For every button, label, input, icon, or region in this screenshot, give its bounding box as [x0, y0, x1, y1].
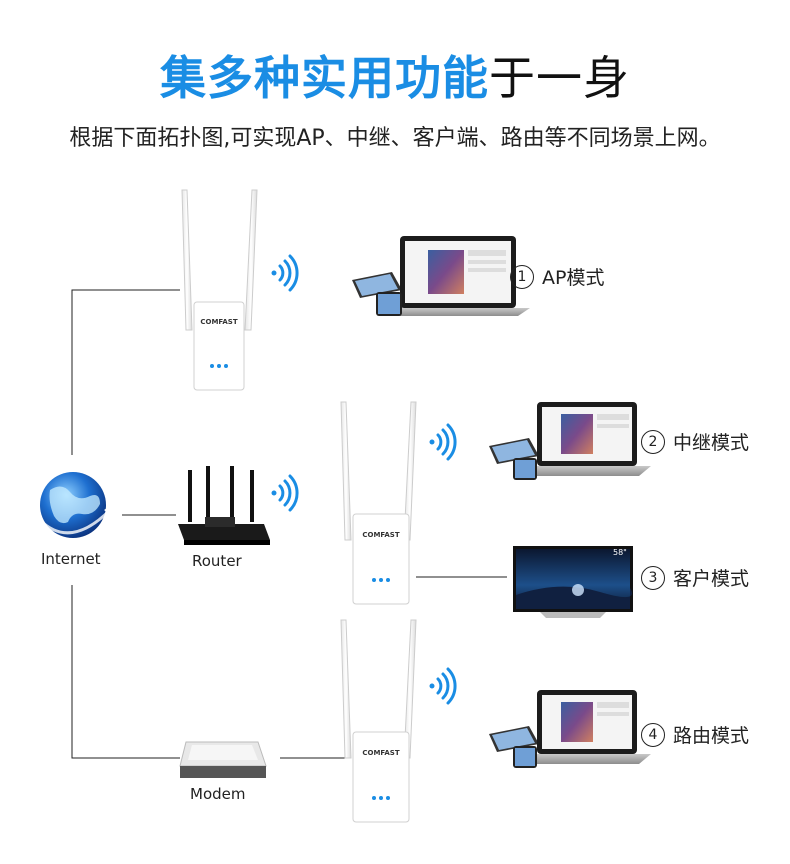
wifi-signal-icon-router-mode	[429, 667, 457, 705]
wifi-signal-icon-repeater	[429, 423, 457, 461]
modem-device-icon	[179, 741, 267, 778]
mode-label-repeater: 2 中继模式	[641, 428, 749, 455]
mode-text-repeater: 中继模式	[673, 432, 750, 454]
internet-globe-icon	[38, 469, 112, 538]
internet-label: Internet	[41, 550, 101, 568]
mode-number-4: 4	[641, 722, 665, 747]
mode-number-1: 1	[510, 264, 534, 289]
mode-label-router: 4 路由模式	[641, 721, 749, 748]
extender-ap-device	[181, 189, 258, 391]
extender-repeater-device	[340, 401, 417, 605]
router-device-icon	[178, 466, 270, 545]
television-icon	[513, 546, 633, 618]
laptop-phone-tablet-icon-1	[352, 236, 530, 316]
extender-router-device	[340, 619, 417, 823]
title-rest: 于一身	[489, 51, 630, 105]
page-subtitle: 根据下面拓扑图,可实现AP、中继、客户端、路由等不同场景上网。	[69, 126, 721, 151]
mode-label-client: 3 客户模式	[641, 564, 749, 591]
laptop-phone-tablet-icon-2	[489, 402, 651, 480]
extender-router-brand: COMFAST	[362, 749, 400, 757]
connection-lines	[71, 289, 507, 759]
mode-text-ap: AP模式	[542, 267, 605, 289]
page-title: 集多种实用功能于一身	[0, 48, 790, 108]
laptop-phone-tablet-icon-4	[489, 690, 651, 768]
modem-label: Modem	[190, 785, 246, 803]
line-internet-to-modem	[71, 585, 180, 759]
mode-number-3: 3	[641, 565, 665, 590]
tv-size-label: 58"	[613, 548, 627, 557]
line-internet-to-ap	[71, 289, 180, 455]
extender-ap-brand: COMFAST	[200, 318, 238, 326]
router-label: Router	[192, 552, 242, 570]
extender-repeater-brand: COMFAST	[362, 531, 400, 539]
mode-text-client: 客户模式	[673, 568, 750, 590]
mode-label-ap: 1 AP模式	[510, 263, 604, 290]
wifi-signal-icon-router	[271, 474, 299, 512]
title-highlight: 集多种实用功能	[160, 51, 489, 105]
mode-number-2: 2	[641, 429, 665, 454]
mode-text-router: 路由模式	[673, 725, 750, 747]
wifi-signal-icon-ap	[271, 254, 299, 292]
